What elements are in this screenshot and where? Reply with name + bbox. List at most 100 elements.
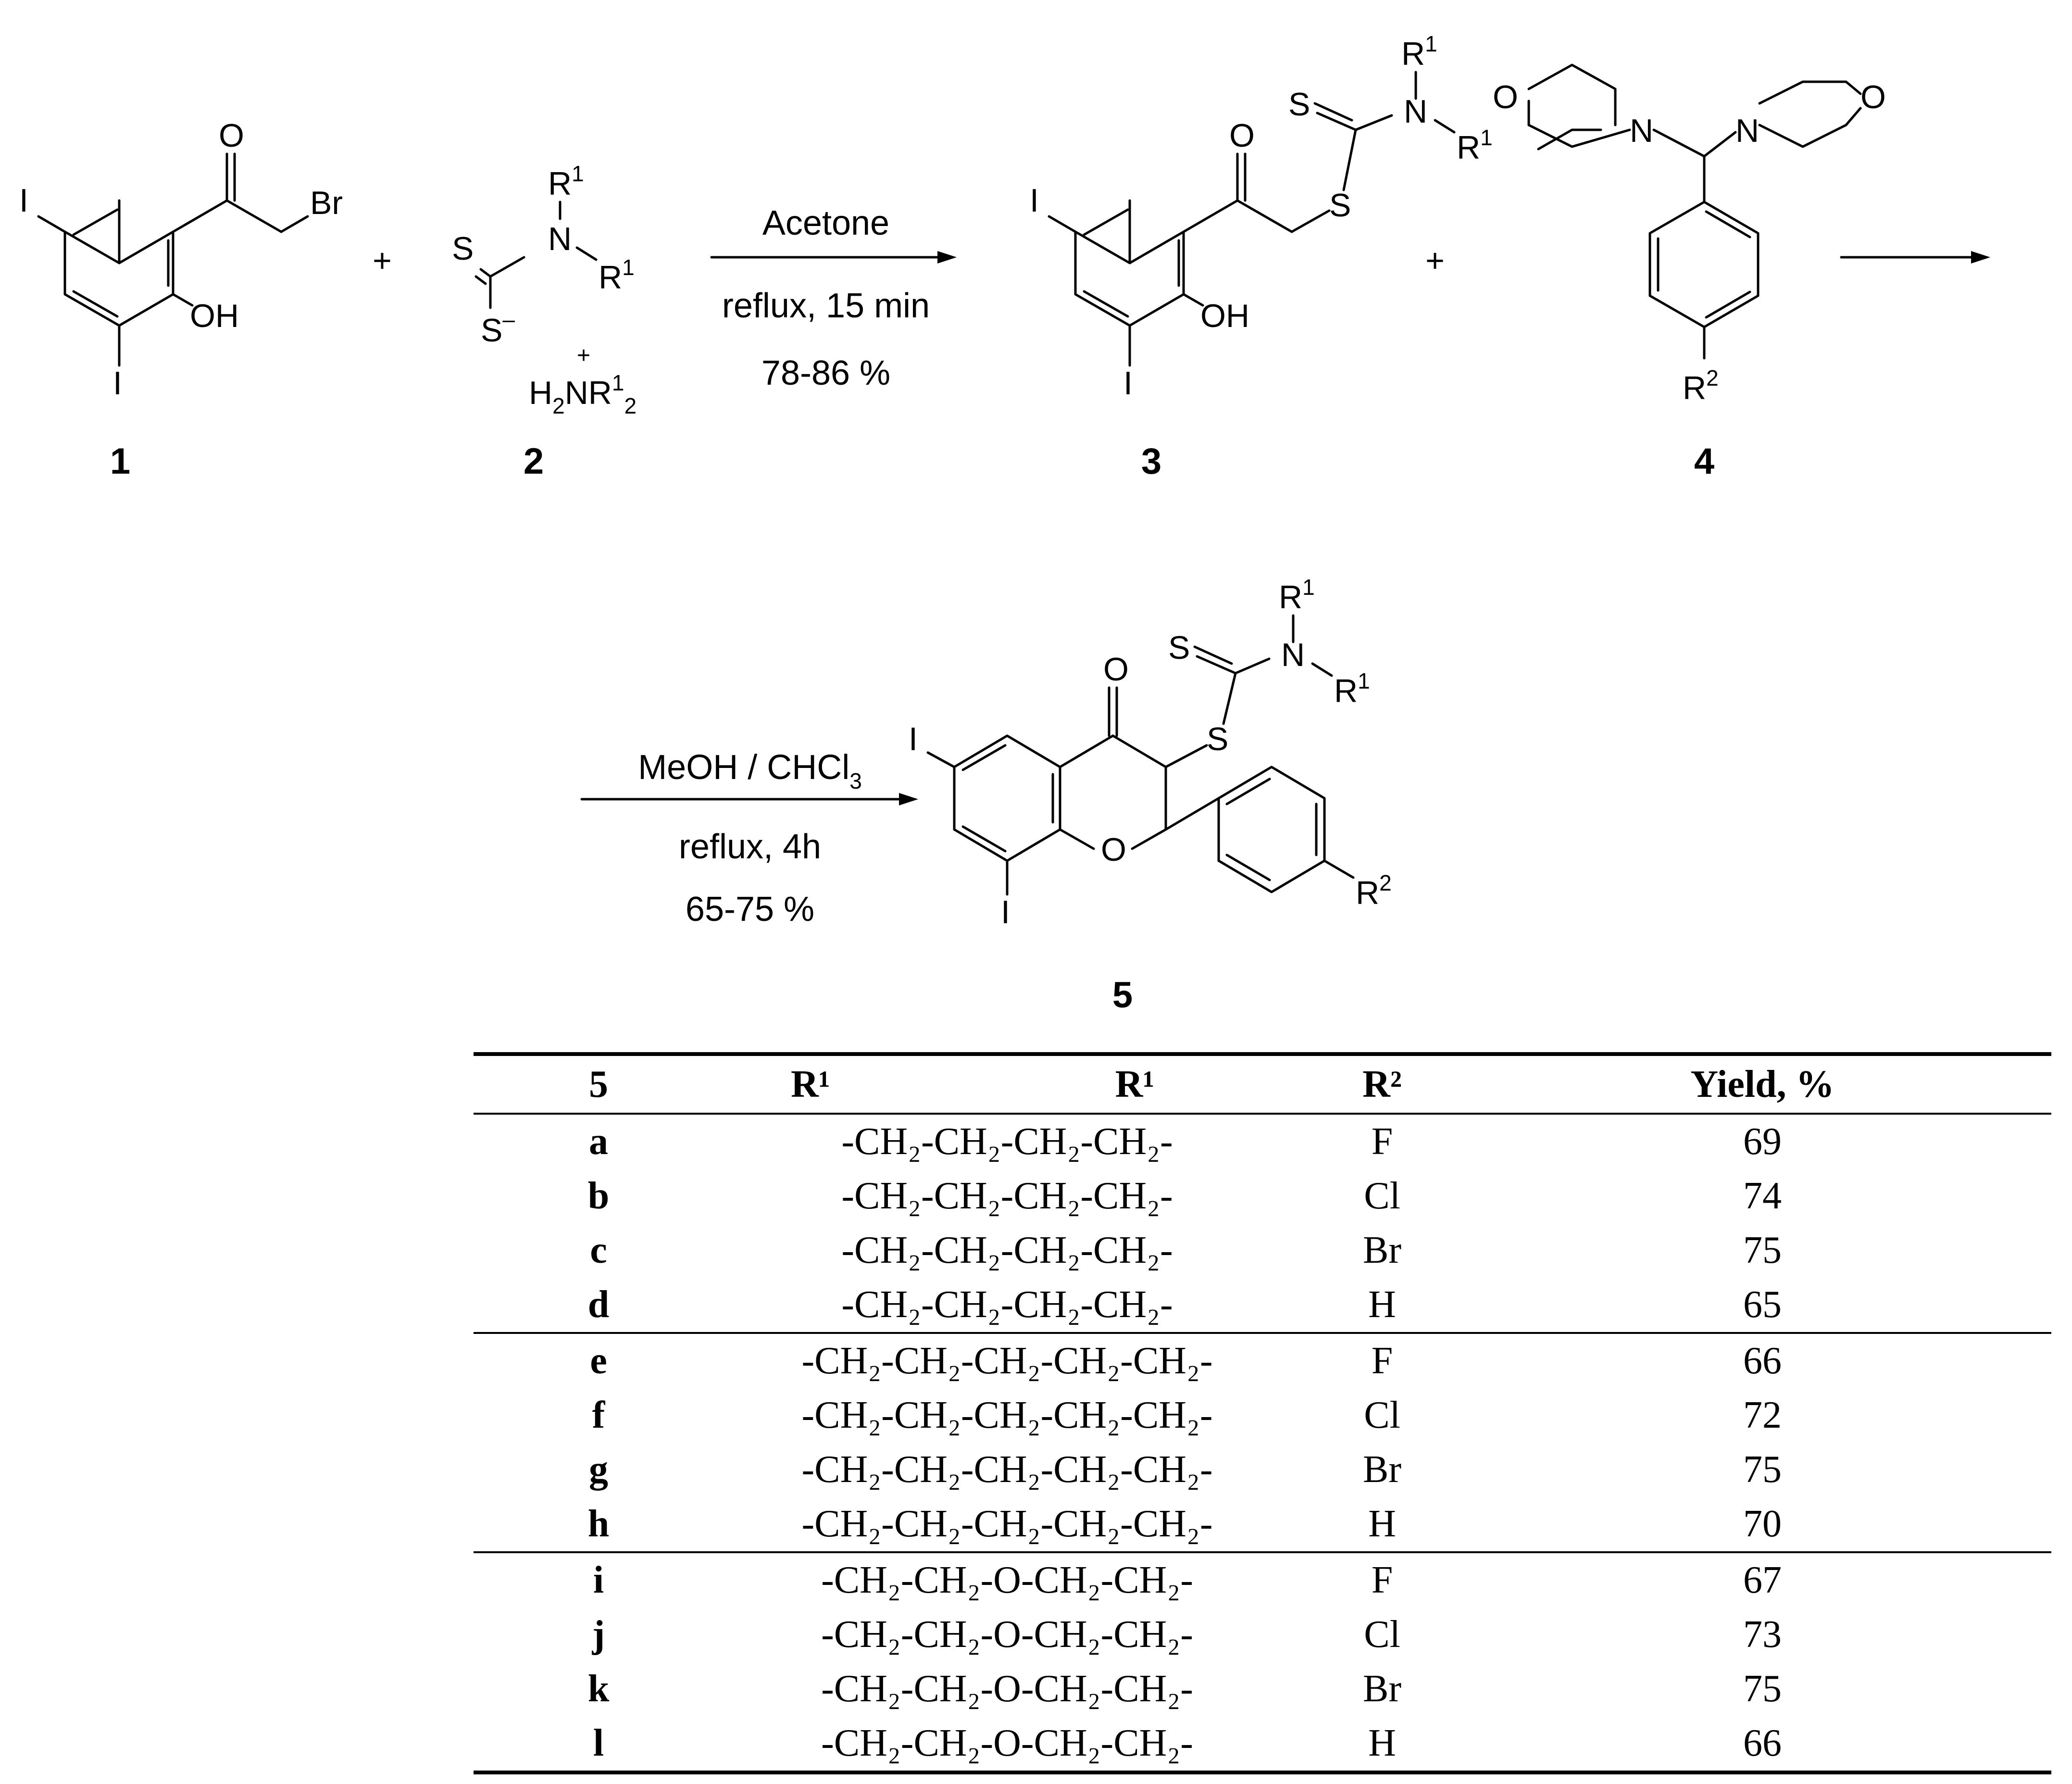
compound-2-structure <box>474 201 598 309</box>
atom-label-oxygen: O <box>1229 117 1255 154</box>
row-r2: Cl <box>1364 1175 1400 1217</box>
header-yield: Yield, % <box>1690 1063 1835 1106</box>
atom-label-r1: R1 <box>1401 31 1437 72</box>
row-r1: -CH₂-CH₂-CH₂-CH₂-CH₂- <box>801 1394 1213 1436</box>
atom-label-iodo: I <box>113 365 122 402</box>
row-compound-id: j <box>592 1613 605 1656</box>
row-r1: -CH₂-CH₂-CH₂-CH₂-CH₂- <box>801 1503 1213 1545</box>
atom-label-nitrogen: N <box>1630 113 1653 149</box>
atom-label-bromo: Br <box>310 185 343 221</box>
plus-sign: + <box>1425 242 1445 279</box>
row-r2: Cl <box>1364 1613 1400 1656</box>
table-row: f -CH₂-CH₂-CH₂-CH₂-CH₂- Cl 72 <box>474 1388 2051 1443</box>
charge-plus: + <box>577 343 590 368</box>
row-r2: Br <box>1363 1229 1401 1271</box>
row-compound-id: h <box>587 1503 610 1545</box>
row-compound-id: l <box>593 1722 604 1764</box>
header-r1-pair: R¹ R¹ <box>724 1054 1291 1114</box>
compound-label-4: 4 <box>1694 441 1714 482</box>
row-r1: -CH₂-CH₂-O-CH₂-CH₂- <box>821 1613 1193 1656</box>
table-row: e -CH₂-CH₂-CH₂-CH₂-CH₂- F 66 <box>474 1333 2051 1388</box>
row-compound-id: d <box>587 1283 610 1326</box>
reaction-arrow-1 <box>710 251 957 264</box>
row-r2: Cl <box>1364 1394 1400 1436</box>
row-r1: -CH₂-CH₂-CH₂-CH₂- <box>841 1120 1173 1163</box>
table-row: k -CH₂-CH₂-O-CH₂-CH₂- Br 75 <box>474 1662 2051 1716</box>
step2-conditions: reflux, 4h <box>679 828 821 866</box>
row-r2: H <box>1368 1283 1396 1326</box>
compound-4-structure <box>1527 63 1862 360</box>
atom-label-iodo: I <box>1001 894 1010 930</box>
step2-yield: 65-75 % <box>686 890 814 929</box>
row-r2: H <box>1368 1722 1396 1764</box>
row-compound-id: e <box>590 1340 607 1382</box>
row-yield: 65 <box>1743 1283 1782 1326</box>
compound-label-3: 3 <box>1141 441 1161 482</box>
row-yield: 70 <box>1743 1503 1782 1545</box>
compound-label-5: 5 <box>1112 975 1133 1016</box>
atom-label-hydroxyl: OH <box>1200 298 1249 334</box>
atom-label-nitrogen: N <box>1735 113 1759 149</box>
row-yield: 75 <box>1743 1229 1782 1271</box>
atom-label-r2: R2 <box>1356 870 1392 911</box>
reaction-arrow-2 <box>580 793 918 805</box>
atom-label-iodo: I <box>1123 365 1133 402</box>
atom-label-r2: R2 <box>1683 365 1719 406</box>
atom-label-sulfur: S <box>1168 629 1190 666</box>
table-row: i -CH₂-CH₂-O-CH₂-CH₂- F 67 <box>474 1552 2051 1608</box>
atom-label-nitrogen: N <box>1281 637 1305 673</box>
atom-label-iodo: I <box>1030 182 1039 219</box>
row-r1: -CH₂-CH₂-CH₂-CH₂-CH₂- <box>801 1340 1213 1382</box>
atom-label-hydroxyl: OH <box>190 298 239 334</box>
table-row: d -CH₂-CH₂-CH₂-CH₂- H 65 <box>474 1278 2051 1333</box>
row-yield: 74 <box>1743 1175 1782 1217</box>
row-yield: 66 <box>1743 1340 1782 1382</box>
atom-label-oxygen: O <box>1493 79 1518 115</box>
row-compound-id: b <box>587 1175 610 1217</box>
row-compound-id: g <box>589 1448 608 1491</box>
atom-label-r1: R1 <box>599 255 635 296</box>
row-r1: -CH₂-CH₂-CH₂-CH₂-CH₂- <box>801 1448 1213 1491</box>
atom-label-oxygen: O <box>1860 79 1886 115</box>
table-row: h -CH₂-CH₂-CH₂-CH₂-CH₂- H 70 <box>474 1497 2051 1552</box>
header-r1: R¹ <box>1115 1063 1155 1106</box>
header-compound: 5 <box>589 1063 608 1106</box>
compound-5-structure <box>926 614 1355 896</box>
row-r2: Br <box>1363 1448 1401 1491</box>
table-row: g -CH₂-CH₂-CH₂-CH₂-CH₂- Br 75 <box>474 1443 2051 1497</box>
table-row: l -CH₂-CH₂-O-CH₂-CH₂- H 66 <box>474 1716 2051 1772</box>
atom-label-oxygen: O <box>1101 831 1126 868</box>
atom-label-sulfur-anion: S– <box>481 307 515 349</box>
atom-label-iodo: I <box>909 721 918 757</box>
substituent-yield-table: 5 R¹ R¹ R² Yield, % a -CH₂-CH₂-CH₂-CH₂- F… <box>474 1052 2051 1774</box>
table-row: a -CH₂-CH₂-CH₂-CH₂- F 69 <box>474 1114 2051 1169</box>
step1-solvent: Acetone <box>762 204 889 242</box>
step1-yield: 78-86 % <box>761 354 890 392</box>
compound-1-structure <box>37 152 309 367</box>
compound-label-2: 2 <box>524 441 544 482</box>
row-r1: -CH₂-CH₂-O-CH₂-CH₂- <box>821 1668 1193 1710</box>
reaction-arrow-continuation <box>1840 251 1990 264</box>
atom-label-r1: R1 <box>1457 125 1493 166</box>
atom-label-r1: R1 <box>548 161 584 202</box>
row-compound-id: k <box>587 1668 610 1710</box>
header-r2: R² <box>1362 1063 1402 1106</box>
row-yield: 75 <box>1743 1668 1782 1710</box>
atom-label-nitrogen: N <box>548 221 572 257</box>
atom-label-nitrogen: N <box>1404 93 1427 130</box>
row-compound-id: f <box>592 1394 605 1436</box>
row-r1: -CH₂-CH₂-CH₂-CH₂- <box>841 1229 1173 1271</box>
atom-label-iodo: I <box>19 182 28 219</box>
atom-label-sulfur: S <box>452 230 474 267</box>
atom-label-r1: R1 <box>1279 575 1315 616</box>
counterion-label: H2NR12 <box>529 370 637 418</box>
header-r1: R¹ <box>791 1063 830 1106</box>
table-row: b -CH₂-CH₂-CH₂-CH₂- Cl 74 <box>474 1169 2051 1223</box>
compound-label-1: 1 <box>110 441 130 482</box>
row-r1: -CH₂-CH₂-CH₂-CH₂- <box>841 1175 1173 1217</box>
row-r2: F <box>1371 1340 1393 1382</box>
table-row: c -CH₂-CH₂-CH₂-CH₂- Br 75 <box>474 1223 2051 1278</box>
step2-solvent: MeOH / CHCl3 <box>638 748 862 793</box>
table-header-row: 5 R¹ R¹ R² Yield, % <box>474 1054 2051 1114</box>
